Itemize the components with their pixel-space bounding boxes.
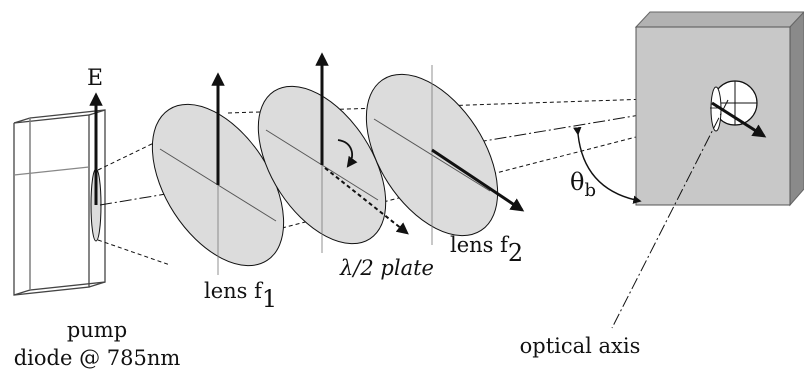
rotated-field-vector	[324, 167, 409, 235]
field-vector-in-crystal	[711, 101, 767, 138]
optical-axis-label: optical axis	[520, 334, 641, 358]
angle-arc	[573, 126, 642, 204]
field-vector-lens-f2	[431, 148, 525, 212]
pump-label-line2: diode @ 785nm	[14, 346, 181, 370]
lens-f2	[365, 65, 499, 245]
beam-spot	[710, 80, 758, 132]
angle-label: θb	[570, 168, 596, 201]
lens-f1-label: lens f1	[204, 279, 277, 313]
pump-label-line1: pump	[67, 318, 127, 342]
pump-diode	[13, 109, 106, 296]
curved-arrow-icon	[337, 139, 358, 168]
lens-f2-label: lens f2	[450, 233, 523, 267]
half-wave-plate-label: λ/2 plate	[339, 256, 434, 280]
optical-axis-line	[611, 99, 729, 329]
field-label: E	[87, 66, 103, 91]
